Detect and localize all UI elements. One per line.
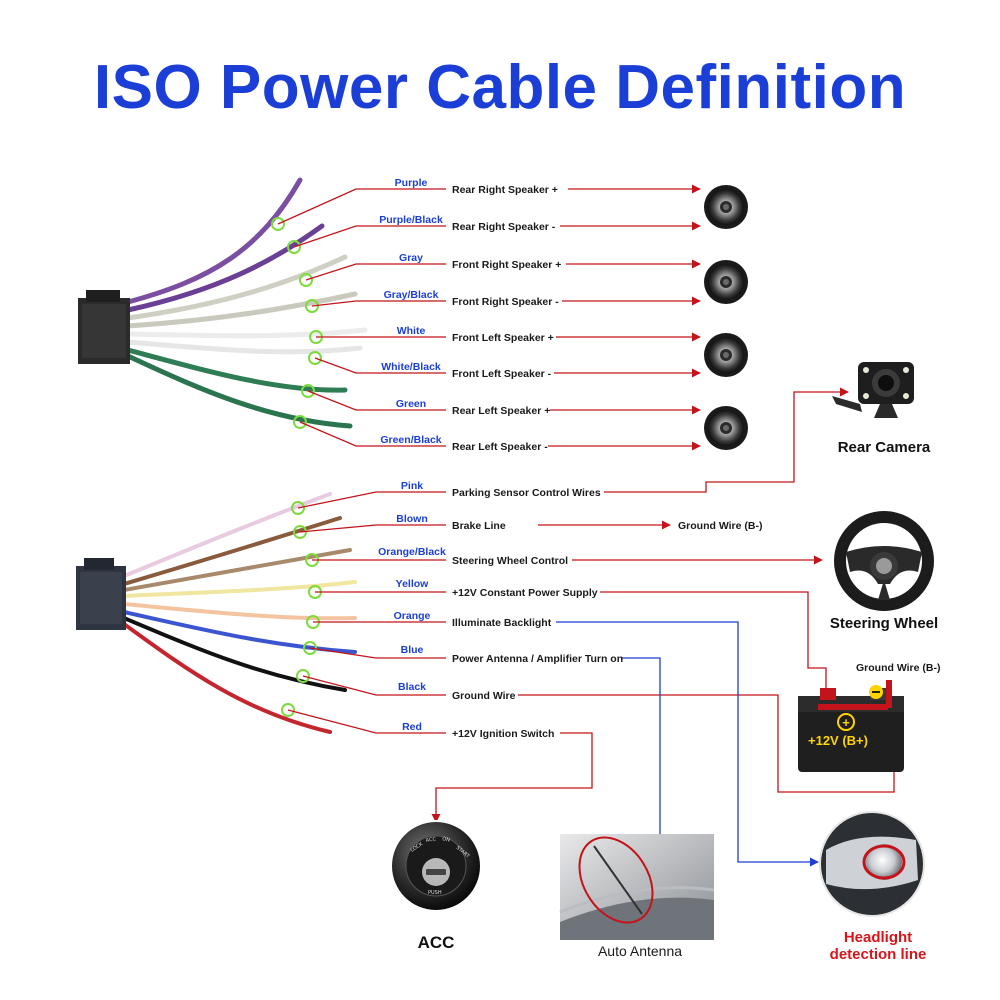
battery-plus-label: +12V (B+) xyxy=(808,733,868,748)
function-label: Front Left Speaker + xyxy=(452,332,554,344)
bottom-wire-labels: Pink Blown Orange/Black Yellow Orange Bl… xyxy=(378,480,446,733)
wire-gray xyxy=(125,254,348,321)
wire-label: Purple xyxy=(395,177,428,189)
function-label: Front Left Speaker - xyxy=(452,368,552,380)
battery-icon: + xyxy=(798,680,904,772)
wire-green xyxy=(125,347,348,393)
svg-text:PUSH: PUSH xyxy=(428,890,442,896)
wire-pink xyxy=(122,492,332,578)
auto-antenna-label: Auto Antenna xyxy=(598,943,682,959)
page-title: ISO Power Cable Definition xyxy=(93,53,907,122)
speaker-icon xyxy=(704,333,748,377)
wire-purple-black xyxy=(125,223,325,313)
wire-orange xyxy=(122,602,357,621)
wire-label: Blown xyxy=(396,513,428,525)
ground-wire-label: Ground Wire (B-) xyxy=(678,520,762,532)
top-harness xyxy=(78,177,368,429)
function-label: Parking Sensor Control Wires xyxy=(452,487,601,499)
function-label: Rear Right Speaker + xyxy=(452,184,558,196)
wire-gray-black xyxy=(125,291,358,329)
rear-camera-icon xyxy=(832,362,914,418)
wire-label: Pink xyxy=(401,480,423,492)
wire-black xyxy=(122,616,347,692)
function-label: Brake Line xyxy=(452,520,506,532)
steering-wheel-label: Steering Wheel xyxy=(830,615,938,632)
wire-label: Orange xyxy=(394,610,431,622)
function-label: Front Right Speaker - xyxy=(452,296,559,308)
top-connection-lines xyxy=(277,184,701,451)
wire-label: Blue xyxy=(401,644,424,656)
rear-camera-label: Rear Camera xyxy=(838,439,931,456)
function-label: Power Antenna / Amplifier Turn on xyxy=(452,653,623,665)
function-label: Front Right Speaker + xyxy=(452,259,561,271)
function-label: Rear Left Speaker - xyxy=(452,441,548,453)
function-label: +12V Ignition Switch xyxy=(452,728,554,740)
ignition-switch-icon: LOCK ACC ON START PUSH xyxy=(390,820,482,912)
svg-text:ON: ON xyxy=(442,836,451,844)
wire-label: Purple/Black xyxy=(379,214,443,226)
top-wire-labels: Purple Purple/Black Gray Gray/Black Whit… xyxy=(379,177,443,446)
iso-connector-icon xyxy=(76,558,126,630)
headlight-label-line2: detection line xyxy=(830,946,927,963)
function-label: Rear Right Speaker - xyxy=(452,221,556,233)
wire-red xyxy=(122,622,332,734)
top-function-labels: Rear Right Speaker + Rear Right Speaker … xyxy=(452,184,561,453)
antenna-icon xyxy=(559,834,715,940)
wire-label: White xyxy=(397,325,426,337)
wire-white-black xyxy=(125,339,363,355)
function-label: Illuminate Backlight xyxy=(452,617,552,629)
wire-label: Orange/Black xyxy=(378,546,446,558)
speaker-icon xyxy=(704,185,748,229)
wire-label: Green xyxy=(396,398,426,410)
function-label: Rear Left Speaker + xyxy=(452,405,550,417)
bottom-wires xyxy=(122,492,357,734)
wire-label: Gray/Black xyxy=(384,289,439,301)
top-wire-rings xyxy=(271,217,323,429)
headlight-label: Headlight xyxy=(844,929,912,946)
wire-label: Green/Black xyxy=(380,434,441,446)
svg-text:ACC: ACC xyxy=(425,836,437,844)
headlight-icon xyxy=(819,811,925,917)
wire-orange-black xyxy=(122,548,352,592)
bottom-harness xyxy=(76,492,357,734)
wire-green-black xyxy=(125,353,353,429)
speaker-icon xyxy=(704,406,748,450)
wire-label: Gray xyxy=(399,252,423,264)
function-label: Ground Wire xyxy=(452,690,516,702)
wire-yellow xyxy=(122,580,357,598)
steering-wheel-icon xyxy=(834,511,934,611)
wire-label: Red xyxy=(402,721,422,733)
wire-purple xyxy=(125,177,303,305)
acc-label: ACC xyxy=(418,933,455,952)
wire-blue xyxy=(122,610,357,654)
wire-white xyxy=(125,327,368,339)
wire-label: Black xyxy=(398,681,426,693)
wire-label: Yellow xyxy=(396,578,430,590)
top-wires xyxy=(125,177,368,429)
function-label: +12V Constant Power Supply xyxy=(452,587,598,599)
wire-label: White/Black xyxy=(381,361,441,373)
svg-text:+: + xyxy=(842,715,850,730)
battery-ground-label: Ground Wire (B-) xyxy=(856,662,940,674)
bottom-function-labels: Parking Sensor Control Wires Brake Line … xyxy=(452,487,623,740)
wire-brown xyxy=(122,516,342,586)
iso-connector-icon xyxy=(78,290,130,364)
speaker-icon xyxy=(704,260,748,304)
function-label: Steering Wheel Control xyxy=(452,555,568,567)
speaker-group xyxy=(704,185,748,450)
